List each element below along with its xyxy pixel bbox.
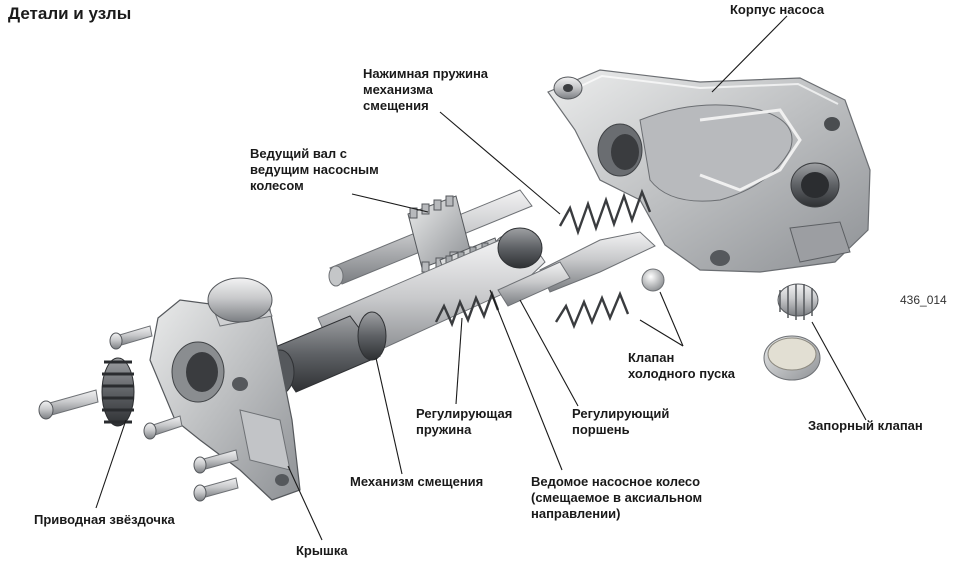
label-drive-shaft: Ведущий вал с ведущим насосным колесом	[250, 146, 379, 193]
label-shut-off-valve: Запорный клапан	[808, 418, 923, 433]
label-control-piston: Регулирующий поршень	[572, 406, 670, 437]
label-control-spring: Регулирующая пружина	[416, 406, 513, 437]
control-spring	[434, 290, 500, 328]
cover	[149, 277, 301, 501]
page-title: Детали и узлы	[8, 4, 132, 23]
label-cover: Крышка	[296, 543, 348, 558]
control-piston	[497, 261, 571, 307]
drive-sprocket	[101, 357, 135, 427]
label-cold-start-valve: Клапан холодного пуска	[628, 350, 735, 381]
label-driven-wheel: Ведомое насосное колесо (смещаемое в акс…	[531, 474, 703, 521]
figure-id: 436_014	[900, 293, 947, 307]
label-shift-mechanism: Механизм смещения	[350, 474, 484, 489]
label-pump-housing: Корпус насоса	[730, 2, 825, 17]
leader-lines	[95, 15, 867, 541]
label-press-spring: Нажимная пружина механизма смещения	[363, 66, 489, 113]
shut-off-valve	[763, 283, 821, 381]
label-drive-sprocket: Приводная звёздочка	[34, 512, 175, 527]
pump-housing	[547, 69, 871, 273]
bolts	[38, 325, 239, 502]
cold-start-valve	[554, 268, 665, 330]
